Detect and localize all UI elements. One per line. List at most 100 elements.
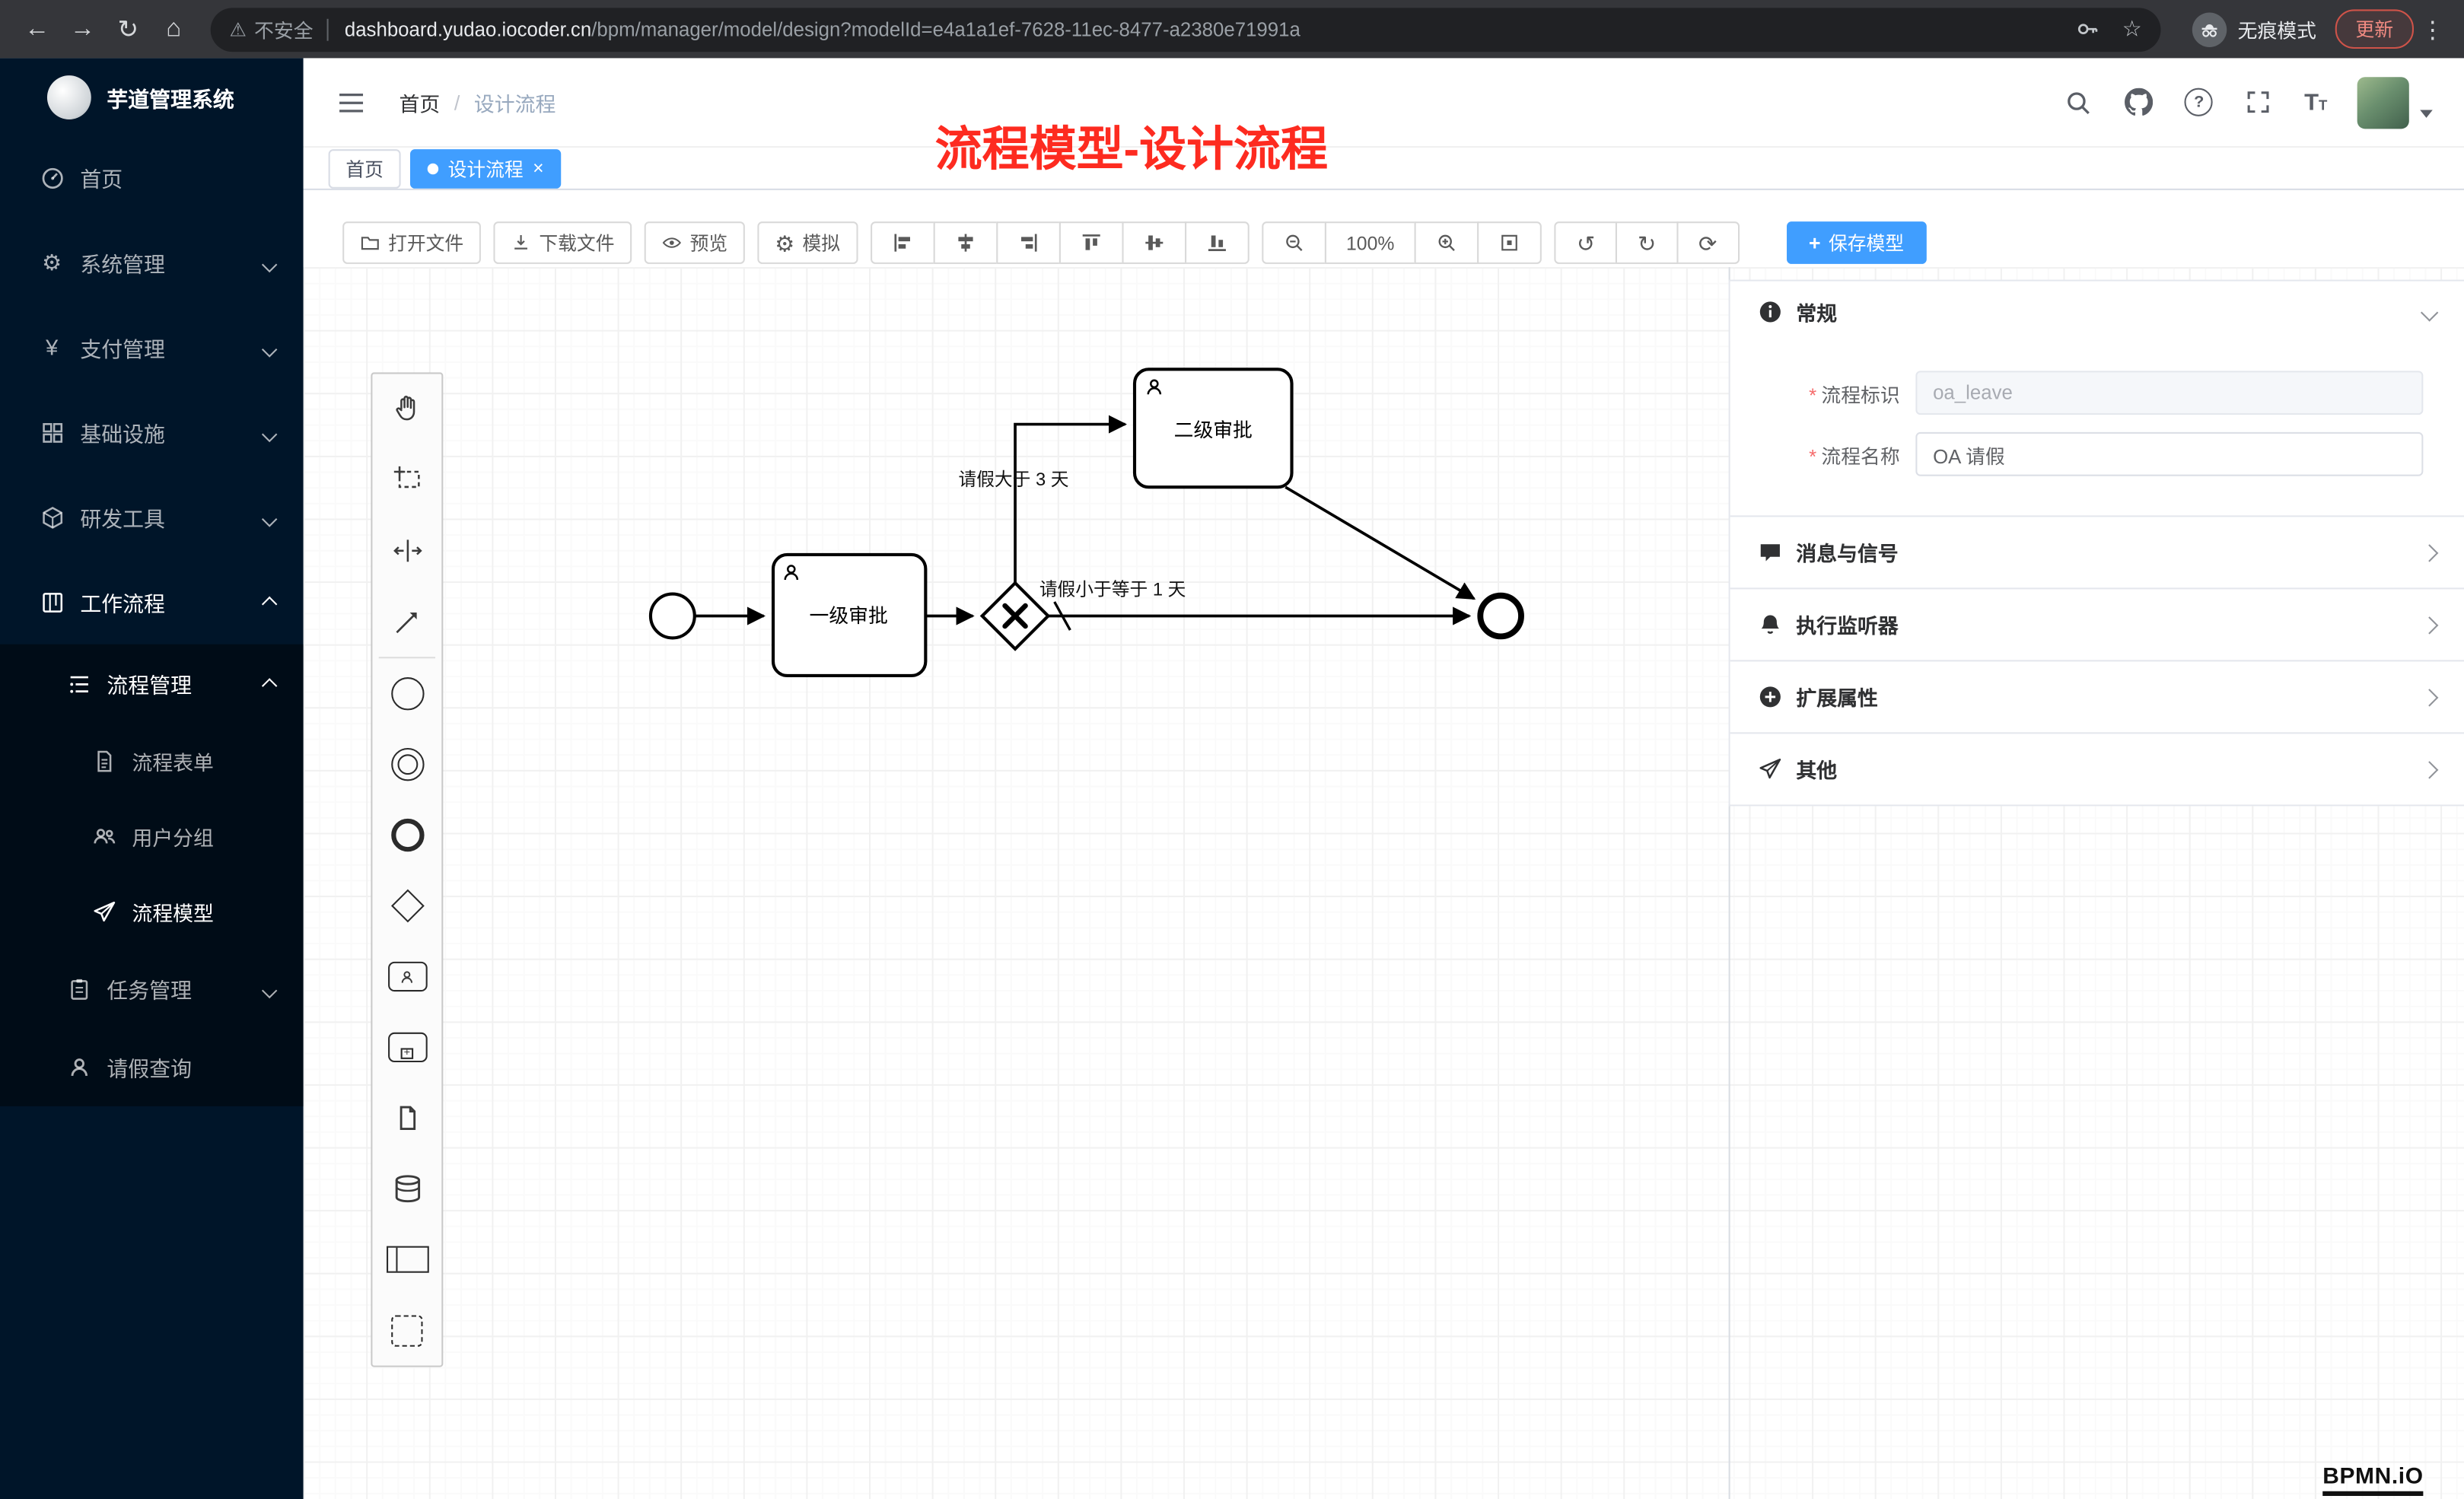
chevron-up-icon (261, 672, 278, 695)
sidebar-menu: 首页 ⚙ 系统管理 ¥ 支付管理 基础设施 研发工具 (0, 135, 304, 1106)
properties-panel: 常规 *流程标识 *流程名称 消息与信号 执行监听器 (1728, 279, 2464, 807)
undo-button[interactable]: ↺ (1555, 221, 1618, 264)
zoom-in-button[interactable] (1415, 221, 1479, 264)
align-left-button[interactable] (870, 221, 934, 264)
fullscreen-icon[interactable] (2243, 87, 2275, 118)
sidebar-item-user-group[interactable]: 用户分组 (0, 798, 304, 874)
align-center-button[interactable] (932, 221, 998, 264)
sidebar-collapse-icon[interactable] (338, 91, 365, 114)
section-other[interactable]: 其他 (1730, 732, 2464, 805)
sidebar-item-payment[interactable]: ¥ 支付管理 (0, 305, 304, 390)
section-extended-attributes[interactable]: 扩展属性 (1730, 660, 2464, 733)
browser-reload-button[interactable]: ↻ (117, 16, 139, 43)
plus-circle-icon (1759, 685, 1782, 708)
browser-chrome: ← → ↻ ⌂ ⚠ 不安全 dashboard.yudao.iocoder.cn… (0, 0, 2464, 59)
process-name-input[interactable] (1915, 431, 2424, 476)
align-top-button[interactable] (1059, 221, 1123, 264)
bpmn-io-logo[interactable]: BPMN.iO (2322, 1465, 2424, 1496)
sidebar-item-home[interactable]: 首页 (0, 135, 304, 221)
end-event[interactable] (1477, 592, 1524, 640)
close-icon[interactable]: × (533, 157, 544, 180)
tab-design-process[interactable]: 设计流程 × (410, 148, 562, 188)
github-icon[interactable] (2124, 87, 2155, 118)
bookmark-star-icon[interactable]: ☆ (2122, 15, 2142, 41)
address-bar[interactable]: ⚠ 不安全 dashboard.yudao.iocoder.cn /bpm/ma… (210, 7, 2161, 52)
search-icon[interactable] (2062, 87, 2093, 118)
sidebar-item-process-form[interactable]: 流程表单 (0, 723, 304, 798)
incognito-badge: 无痕模式 (2192, 11, 2316, 46)
redo-button[interactable]: ↻ (1616, 221, 1679, 264)
url-domain: dashboard.yudao.iocoder.cn (344, 18, 592, 40)
space-tool[interactable] (372, 515, 441, 586)
sidebar-item-devtools[interactable]: 研发工具 (0, 475, 304, 560)
flow-task2-to-end[interactable] (1285, 485, 1476, 600)
browser-home-button[interactable]: ⌂ (166, 14, 182, 42)
sidebar-item-process-model[interactable]: 流程模型 (0, 874, 304, 949)
browser-forward-button[interactable]: → (69, 14, 95, 42)
sidebar-item-workflow[interactable]: 工作流程 (0, 559, 304, 644)
create-data-store[interactable] (372, 1154, 441, 1224)
section-execution-listeners[interactable]: 执行监听器 (1730, 587, 2464, 660)
svg-text:一级审批: 一级审批 (810, 605, 888, 627)
task-second-approval[interactable]: 二级审批 (1132, 368, 1294, 489)
help-icon[interactable]: ? (2185, 88, 2214, 116)
align-bottom-button[interactable] (1184, 221, 1249, 264)
simulate-button[interactable]: ⚙模拟 (757, 221, 858, 264)
omnibox-divider (327, 18, 329, 40)
task-first-approval[interactable]: 一级审批 (771, 552, 928, 678)
align-middle-button[interactable] (1121, 221, 1186, 264)
sidebar-item-process-mgmt[interactable]: 流程管理 (0, 644, 304, 723)
browser-back-button[interactable]: ← (24, 14, 50, 42)
create-intermediate-event[interactable] (372, 729, 441, 800)
open-file-button[interactable]: 打开文件 (342, 221, 481, 264)
workspace: 请假大于 3 天 请假小于等于 1 天 一级审批 二级审批 (303, 189, 2464, 1499)
zoom-out-button[interactable] (1261, 221, 1326, 264)
chevron-down-icon (2420, 299, 2439, 323)
create-end-event[interactable] (372, 800, 441, 870)
sidebar-item-infra[interactable]: 基础设施 (0, 390, 304, 475)
user-menu[interactable] (2357, 76, 2433, 129)
download-file-button[interactable]: 下载文件 (493, 221, 632, 264)
process-key-input[interactable] (1915, 371, 2424, 415)
hand-tool[interactable] (372, 374, 441, 444)
zoom-fit-button[interactable] (1477, 221, 1542, 264)
create-subprocess[interactable]: + (372, 1012, 441, 1083)
align-right-button[interactable] (995, 221, 1061, 264)
create-user-task[interactable] (372, 941, 441, 1012)
flow-gateway-to-task2[interactable] (1014, 415, 1128, 584)
zoom-level[interactable]: 100% (1324, 221, 1417, 264)
section-general[interactable]: 常规 (1730, 281, 2464, 342)
browser-menu-icon[interactable]: ⋮ (2421, 16, 2445, 43)
create-group[interactable] (372, 1295, 441, 1366)
key-icon[interactable] (2072, 14, 2103, 45)
section-messages-signals[interactable]: 消息与信号 (1730, 515, 2464, 588)
svg-text:二级审批: 二级审批 (1174, 419, 1253, 441)
global-connect-tool[interactable] (372, 586, 441, 657)
create-data-object[interactable] (372, 1083, 441, 1154)
create-participant[interactable] (372, 1224, 441, 1295)
sidebar-item-leave-query[interactable]: 请假查询 (0, 1028, 304, 1106)
browser-update-button[interactable]: 更新 (2335, 9, 2414, 49)
app-logo-row[interactable]: 芋道管理系统 (0, 58, 304, 135)
create-exclusive-gateway[interactable] (372, 870, 441, 941)
bpmn-diagram: 请假大于 3 天 请假小于等于 1 天 一级审批 二级审批 (648, 368, 1524, 678)
restart-button[interactable]: ⟳ (1676, 221, 1740, 264)
panel-divider (1728, 267, 1730, 1499)
clipboard-icon (66, 975, 91, 1001)
save-model-button[interactable]: + 保存模型 (1787, 221, 1927, 264)
lasso-tool[interactable] (372, 444, 441, 515)
paper-plane-icon (1759, 757, 1782, 781)
security-label[interactable]: 不安全 (254, 20, 314, 43)
create-start-event[interactable] (372, 658, 441, 729)
start-event[interactable] (648, 592, 696, 640)
exclusive-gateway[interactable] (979, 581, 1051, 651)
preview-button[interactable]: 预览 (644, 221, 745, 264)
breadcrumb-home[interactable]: 首页 (399, 91, 441, 116)
tab-home[interactable]: 首页 (328, 148, 401, 188)
sidebar-item-system[interactable]: ⚙ 系统管理 (0, 220, 304, 305)
avatar[interactable] (2357, 76, 2409, 129)
sidebar-item-task-mgmt[interactable]: 任务管理 (0, 949, 304, 1027)
